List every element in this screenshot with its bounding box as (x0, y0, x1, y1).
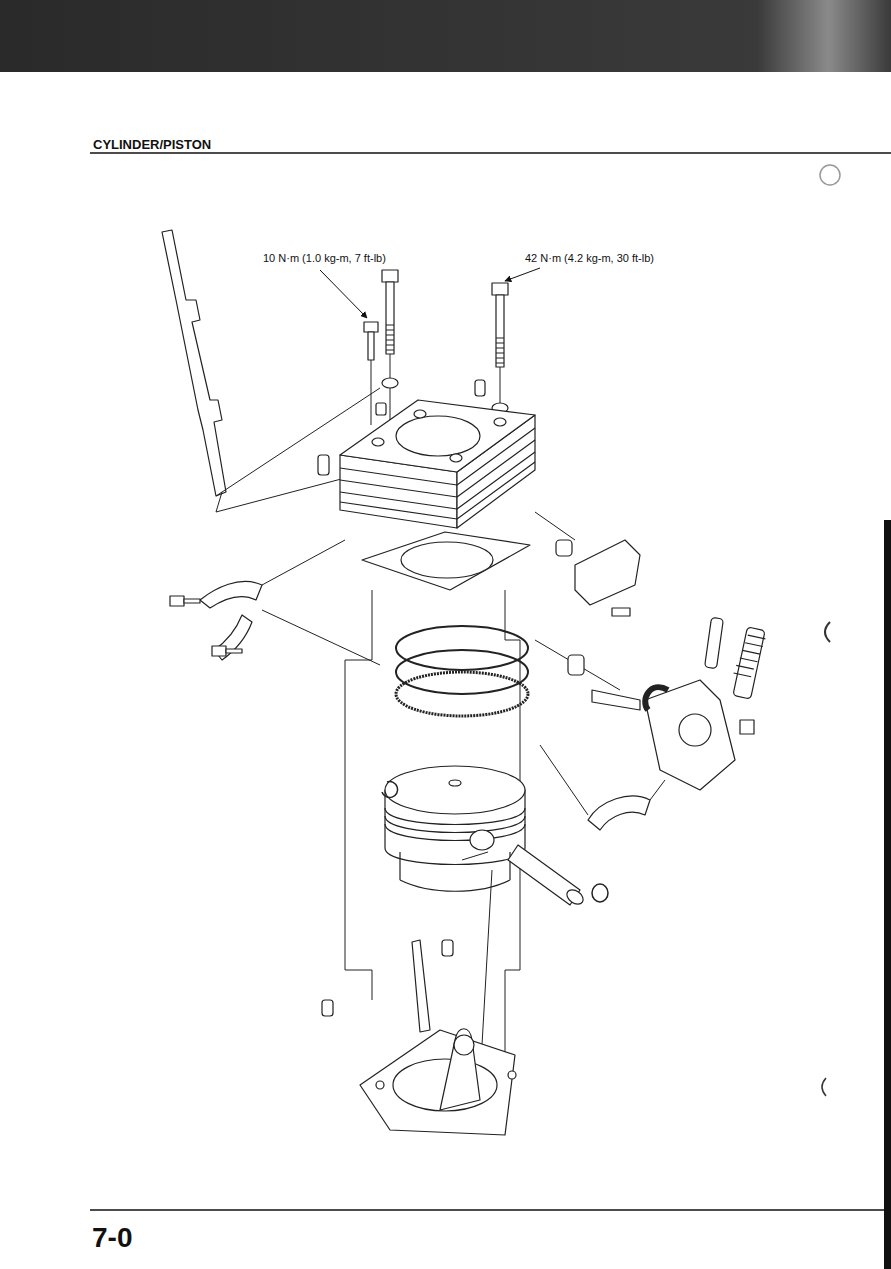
small-end (454, 1035, 474, 1055)
water-pump (645, 680, 735, 790)
grommet (568, 655, 584, 675)
bolt-shank (386, 282, 394, 354)
leader-line (462, 852, 488, 860)
ring-groove (385, 808, 525, 841)
thread (386, 325, 394, 350)
leader-line (535, 512, 575, 540)
leader-line (262, 540, 345, 585)
leader-line (216, 478, 345, 512)
bolt (184, 599, 200, 603)
torque-leader (320, 270, 367, 318)
leader-line (371, 360, 372, 425)
cylinder-top (340, 400, 535, 472)
page-edge (884, 520, 891, 1269)
thread (496, 338, 504, 363)
parts (162, 230, 765, 1135)
bolt-shank (496, 295, 504, 367)
bolt-head (382, 270, 398, 282)
bolt-hole (508, 1071, 516, 1079)
base-gasket (362, 532, 530, 590)
leader-line (262, 610, 380, 665)
spring-hose (733, 627, 765, 699)
bolt-hole (414, 410, 426, 418)
bolt-head (492, 283, 508, 295)
nut (740, 720, 754, 734)
bolt-shank (368, 332, 374, 360)
header-band (0, 0, 891, 72)
piston-skirt (400, 852, 510, 891)
footer-rule (90, 1209, 891, 1211)
bolt-hole (372, 438, 384, 446)
torque-spec: 10 N·m (1.0 kg-m, 7 ft-lb) (263, 252, 386, 264)
bolt-head (364, 322, 378, 332)
leader-line (535, 640, 620, 690)
piston-crown (385, 766, 525, 814)
dowel-pin (475, 380, 485, 396)
page-number: 7-0 (92, 1222, 132, 1254)
leader-line (540, 745, 588, 815)
piston-ring (396, 626, 528, 670)
oil-ring (396, 672, 528, 716)
dowel-pin (318, 455, 329, 475)
bolt (592, 690, 640, 710)
water-hose (588, 796, 650, 830)
hose-ridge (734, 634, 766, 678)
torque-leader (505, 268, 540, 281)
grommet (556, 540, 572, 556)
bolt (612, 608, 630, 616)
leader-line (345, 590, 372, 1000)
torque-spec: 42 N·m (4.2 kg-m, 30 ft-lb) (525, 252, 654, 264)
hose (645, 687, 668, 710)
bolt-hole (494, 418, 506, 426)
bolt (212, 646, 226, 656)
pin-clip (592, 884, 608, 902)
leader-line (390, 354, 391, 378)
washer (382, 378, 398, 388)
oil-pipe (200, 581, 262, 608)
dowel-pin (442, 940, 453, 956)
section-title: CYLINDER/PISTON (93, 137, 211, 152)
dowel-pin (376, 403, 386, 415)
header-rule (90, 152, 891, 154)
punch-mark (825, 622, 830, 642)
punch-mark (820, 165, 840, 185)
bolt-hole (376, 1081, 384, 1089)
cylinder-bore (396, 416, 480, 456)
cam-chain-guide (162, 230, 226, 496)
connecting-rod (440, 1029, 480, 1110)
bolt (226, 649, 242, 653)
gasket-bore (401, 542, 493, 578)
pin-clip (382, 782, 398, 798)
joint-cover (575, 540, 640, 605)
leader-line (500, 367, 501, 403)
leader-line (216, 492, 222, 512)
crankcase (360, 1030, 515, 1135)
piston-mark (449, 780, 461, 786)
punch-mark (822, 1078, 826, 1096)
leader-line (650, 780, 665, 800)
dowel-pin (322, 1000, 333, 1016)
pin-end (564, 887, 586, 907)
hose (705, 617, 724, 668)
pump-cover (679, 714, 711, 746)
cam-chain-tensioner (412, 940, 430, 1032)
pin-boss (470, 830, 494, 850)
bolt (170, 596, 184, 606)
bolt-hole (450, 454, 462, 462)
